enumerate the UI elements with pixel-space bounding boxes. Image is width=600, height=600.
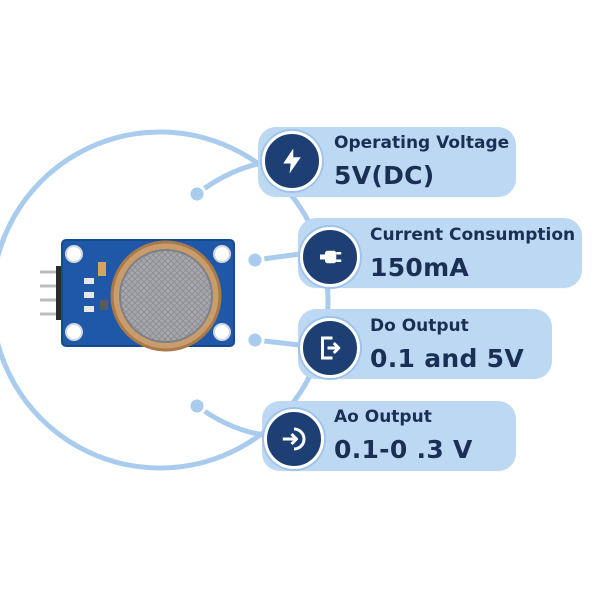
spec-label: Current Consumption: [370, 225, 576, 245]
connector-dot-ao: [187, 396, 207, 416]
connector-line-voltage: [195, 160, 263, 196]
connector-line-ao: [195, 403, 265, 438]
spec-label: Operating Voltage: [334, 133, 510, 153]
power-plug-icon: [320, 250, 342, 264]
outline-circle: [0, 129, 331, 471]
connector-dot-do: [245, 330, 265, 350]
spec-value: 5V(DC): [334, 161, 435, 190]
lightning-bolt-icon: [283, 148, 301, 174]
lightning-bolt-icon-badge: [262, 131, 322, 191]
connector-dot-voltage: [187, 184, 207, 204]
spec-value: 0.1 and 5V: [370, 344, 525, 373]
input-arrow-icon: [282, 427, 306, 451]
spec-value: 150mA: [370, 253, 470, 282]
connector-dot-current: [245, 250, 265, 270]
spec-value: 0.1-0 .3 V: [334, 435, 473, 464]
power-plug-icon-badge: [300, 227, 360, 287]
gas-sensor-module: [40, 239, 235, 352]
spec-label: Ao Output: [334, 407, 432, 427]
output-arrow-icon: [321, 336, 341, 360]
spec-label: Do Output: [370, 316, 469, 336]
input-arrow-icon-badge: [264, 409, 324, 469]
output-arrow-icon-badge: [300, 318, 360, 378]
